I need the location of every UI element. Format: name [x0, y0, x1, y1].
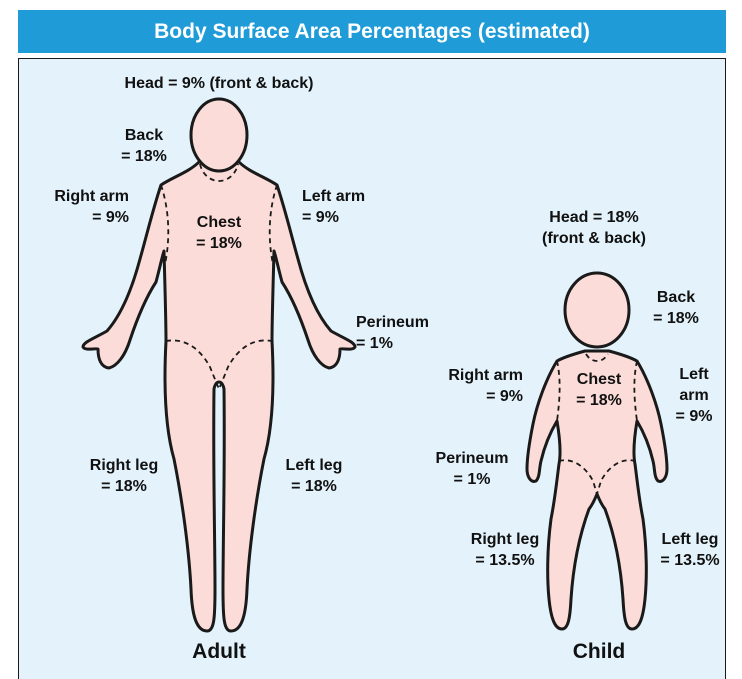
child-chest-label: Chest = 18% — [559, 369, 639, 411]
adult-left-arm-label: Left arm = 9% — [302, 186, 412, 228]
adult-right-leg-value: = 18% — [69, 476, 179, 497]
child-perineum-value: = 1% — [417, 469, 527, 490]
adult-left-arm-name: Left arm — [302, 186, 412, 207]
adult-left-leg-label: Left leg = 18% — [259, 455, 369, 497]
diagram-panel: Head = 9% (front & back) Back = 18% Righ… — [18, 58, 726, 679]
adult-right-leg-name: Right leg — [69, 455, 179, 476]
adult-back-label: Back = 18% — [89, 125, 199, 167]
child-back-label: Back = 18% — [631, 287, 721, 329]
child-right-leg-value: = 13.5% — [455, 550, 555, 571]
child-chest-value: = 18% — [559, 390, 639, 411]
adult-chest-value: = 18% — [169, 233, 269, 254]
child-left-leg-value: = 13.5% — [645, 550, 735, 571]
child-left-arm-name: Left — [664, 364, 724, 385]
adult-caption: Adult — [159, 641, 279, 662]
adult-right-arm-name: Right arm — [19, 186, 129, 207]
child-right-leg-name: Right leg — [455, 529, 555, 550]
child-back-value: = 18% — [631, 308, 721, 329]
adult-chest-name: Chest — [169, 212, 269, 233]
adult-left-arm-value: = 9% — [302, 207, 412, 228]
adult-back-name: Back — [89, 125, 199, 146]
child-perineum-name: Perineum — [417, 448, 527, 469]
adult-perineum-name: Perineum — [356, 312, 466, 333]
child-right-arm-label: Right arm = 9% — [403, 365, 523, 407]
child-right-arm-value: = 9% — [403, 386, 523, 407]
child-head-name: Head = 18% — [519, 207, 669, 228]
child-perineum-label: Perineum = 1% — [417, 448, 527, 490]
adult-chest-label: Chest = 18% — [169, 212, 269, 254]
diagram-title: Body Surface Area Percentages (estimated… — [18, 10, 726, 53]
adult-perineum-label: Perineum = 1% — [356, 312, 466, 354]
child-head — [565, 273, 629, 347]
child-left-arm-label: Left arm = 9% — [664, 364, 724, 427]
child-right-leg-label: Right leg = 13.5% — [455, 529, 555, 571]
adult-right-leg-label: Right leg = 18% — [69, 455, 179, 497]
child-chest-name: Chest — [559, 369, 639, 390]
child-right-arm-name: Right arm — [403, 365, 523, 386]
child-left-leg-label: Left leg = 13.5% — [645, 529, 735, 571]
child-head-label: Head = 18% (front & back) — [519, 207, 669, 249]
adult-left-leg-value: = 18% — [259, 476, 369, 497]
adult-head — [191, 99, 247, 171]
adult-figure — [83, 99, 355, 631]
adult-perineum-value: = 1% — [356, 333, 466, 354]
child-head-qualifier: (front & back) — [519, 228, 669, 249]
child-left-arm-value: = 9% — [664, 406, 724, 427]
child-left-arm-word: arm — [664, 385, 724, 406]
adult-left-leg-name: Left leg — [259, 455, 369, 476]
child-caption: Child — [539, 641, 659, 662]
adult-right-arm-value: = 9% — [19, 207, 129, 228]
adult-right-arm-label: Right arm = 9% — [19, 186, 129, 228]
child-back-name: Back — [631, 287, 721, 308]
adult-head-label: Head = 9% (front & back) — [79, 73, 359, 94]
adult-back-value: = 18% — [89, 146, 199, 167]
diagram-frame: Body Surface Area Percentages (estimated… — [18, 10, 726, 678]
child-left-leg-name: Left leg — [645, 529, 735, 550]
